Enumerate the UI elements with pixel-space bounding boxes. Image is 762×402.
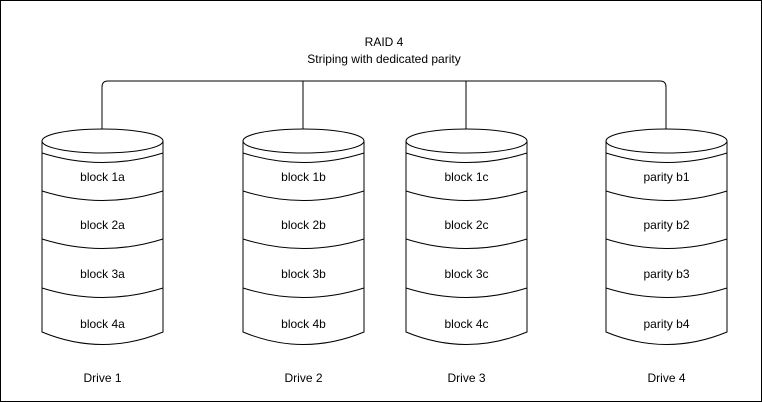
drive-4-divider-3 — [605, 238, 728, 249]
drive-4-cylinder-body — [605, 140, 728, 345]
drive-1-divider-4 — [41, 287, 164, 298]
drive-3-cylinder-top — [405, 128, 528, 154]
drive-3-divider-1 — [405, 152, 528, 163]
drive-3-divider-4 — [405, 287, 528, 298]
drive-4-block-label: parity b1 — [643, 170, 689, 184]
raid-controller-bus — [101, 80, 667, 134]
drive-2-group[interactable]: block 1b block 2b block 3b block 4b Driv… — [242, 128, 365, 385]
drive-4-group[interactable]: parity b1 parity b2 parity b3 parity b4 … — [605, 128, 728, 385]
drive-4-block-label: parity b3 — [643, 267, 689, 281]
drive-2-block-label: block 4b — [281, 317, 326, 331]
drive-2-label: Drive 2 — [284, 371, 322, 385]
drive-4-cylinder-top — [605, 128, 728, 154]
drive-1-group[interactable]: block 1a block 2a block 3a block 4a Driv… — [41, 128, 164, 385]
drive-3-label: Drive 3 — [447, 371, 485, 385]
drive-1-block-label: block 3a — [80, 267, 125, 281]
drive-2-divider-2 — [242, 190, 365, 201]
drive-1-block-label: block 1a — [80, 170, 125, 184]
drive-3-block-label: block 1c — [444, 170, 488, 184]
drive-2-block-label: block 1b — [281, 170, 326, 184]
drive-1-block-label: block 4a — [80, 317, 125, 331]
drive-1-cylinder-body — [41, 140, 164, 345]
drive-4-label: Drive 4 — [647, 371, 685, 385]
drive-4-divider-1 — [605, 152, 728, 163]
drive-2-divider-1 — [242, 152, 365, 163]
drive-2-divider-4 — [242, 287, 365, 298]
drive-1-cylinder-top — [41, 128, 164, 154]
drive-1-divider-3 — [41, 238, 164, 249]
drive-3-group[interactable]: block 1c block 2c block 3c block 4c Driv… — [405, 128, 528, 385]
drive-2-divider-3 — [242, 238, 365, 249]
drive-3-block-label: block 2c — [444, 218, 488, 232]
drive-3-block-label: block 4c — [444, 317, 488, 331]
drive-1-label: Drive 1 — [83, 371, 121, 385]
diagram-subtitle: Striping with dedicated parity — [307, 52, 460, 66]
drive-4-divider-4 — [605, 287, 728, 298]
drive-2-block-label: block 2b — [281, 218, 326, 232]
drive-3-divider-3 — [405, 238, 528, 249]
drive-4-block-label: parity b2 — [643, 218, 689, 232]
drive-2-cylinder-top — [242, 128, 365, 154]
drive-1-divider-1 — [41, 152, 164, 163]
drive-3-cylinder-body — [405, 140, 528, 345]
bus-outer-path — [101, 80, 667, 132]
diagram-title: RAID 4 — [365, 35, 404, 49]
drive-2-cylinder-body — [242, 140, 365, 345]
drive-3-block-label: block 3c — [444, 267, 488, 281]
drive-3-divider-2 — [405, 190, 528, 201]
drive-2-block-label: block 3b — [281, 267, 326, 281]
drive-4-divider-2 — [605, 190, 728, 201]
drive-4-block-label: parity b4 — [643, 317, 689, 331]
drive-1-block-label: block 2a — [80, 218, 125, 232]
drive-1-divider-2 — [41, 190, 164, 201]
